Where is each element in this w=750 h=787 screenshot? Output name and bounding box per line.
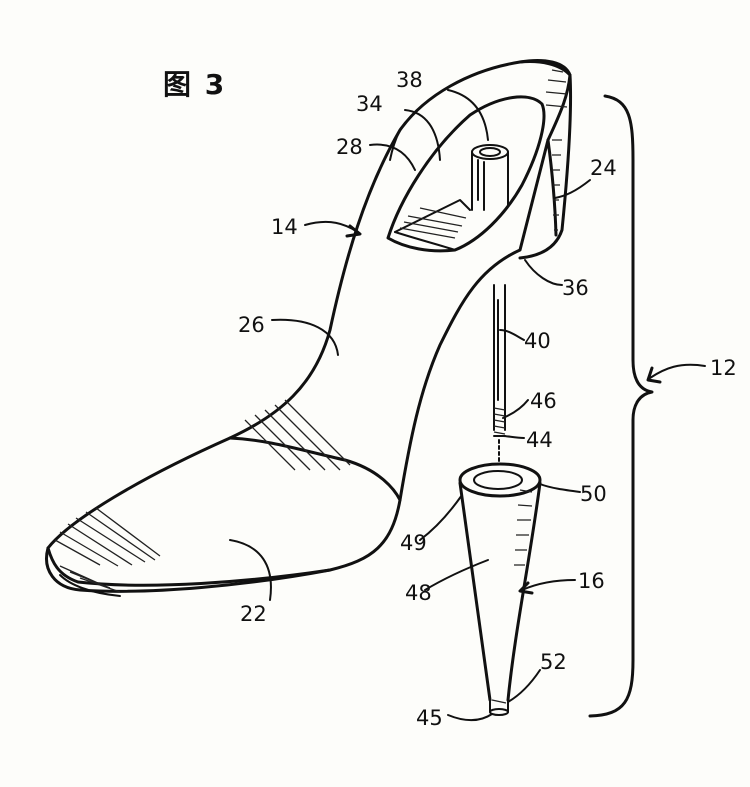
removable-heel [458,462,542,716]
label-16: 16 [578,569,605,593]
label-28: 28 [336,135,363,159]
figure-title: 图 3 [163,68,227,101]
label-34: 34 [356,92,383,116]
label-22: 22 [240,602,267,626]
label-14: 14 [271,215,298,239]
shoe-body [45,59,573,597]
label-40: 40 [524,329,551,353]
label-45: 45 [416,706,443,730]
label-52: 52 [540,650,567,674]
hatching [54,69,568,593]
label-24: 24 [590,156,617,180]
label-36: 36 [562,276,589,300]
bracket-12 [588,94,654,718]
label-48: 48 [405,581,432,605]
label-38: 38 [396,68,423,92]
label-49: 49 [400,531,427,555]
threaded-post [471,144,509,437]
label-44: 44 [526,428,553,452]
leader-lines [229,89,706,722]
label-26: 26 [238,313,265,337]
label-50: 50 [580,482,607,506]
label-12: 12 [710,356,737,380]
label-46: 46 [530,389,557,413]
